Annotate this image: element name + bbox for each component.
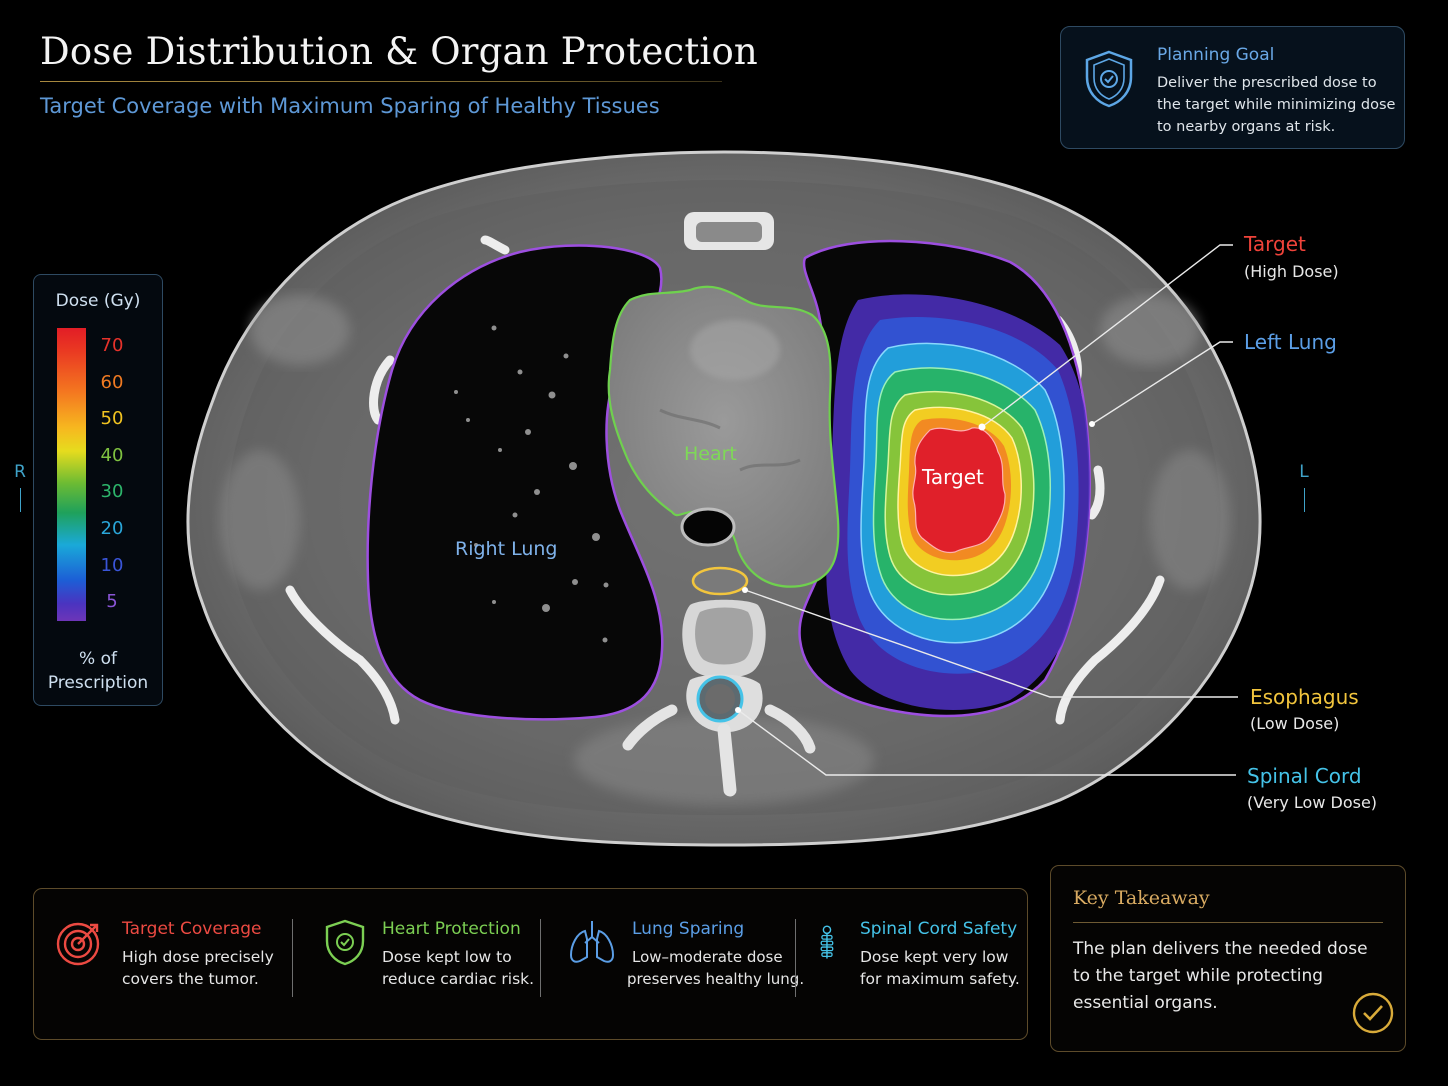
legend-title: Dose (Gy) xyxy=(55,291,141,311)
legend-level-60: 60 xyxy=(100,372,124,393)
dose-color-scale xyxy=(57,328,86,621)
title-divider xyxy=(40,81,722,82)
key-takeaway-card: Key Takeaway The plan delivers the neede… xyxy=(1050,865,1406,1052)
right-lung-label: Right Lung xyxy=(455,538,558,560)
spinal-cord-callout-title: Spinal Cord xyxy=(1247,764,1362,788)
feature-lung-sparing-line-2: preserves healthy lung. xyxy=(627,970,805,988)
target-icon xyxy=(56,922,100,966)
shield-check-icon xyxy=(1085,50,1133,108)
left-lung-callout-line xyxy=(1091,341,1233,425)
feature-lung-sparing-text: Low–moderate dose preserves healthy lung… xyxy=(627,946,804,990)
feature-divider xyxy=(540,919,541,997)
heart-label: Heart xyxy=(684,443,737,465)
legend-level-70: 70 xyxy=(100,335,124,356)
airway xyxy=(680,507,736,547)
feature-spinal-cord-safety-line-1: Dose kept very low xyxy=(860,948,1009,966)
feature-lung-sparing-line-1: Low–moderate dose xyxy=(632,948,783,966)
planning-goal-card: Planning Goal Deliver the prescribed dos… xyxy=(1060,26,1405,149)
features-panel: Target Coverage High dose precisely cove… xyxy=(33,888,1028,1040)
dose-legend: Dose (Gy) 70 60 50 40 30 20 10 5 % of Pr… xyxy=(33,274,163,706)
feature-spinal-cord-safety: Spinal Cord Safety Dose kept very low fo… xyxy=(814,911,1020,1021)
feature-heart-protection-line-1: Dose kept low to xyxy=(382,948,512,966)
legend-footer: % of Prescription xyxy=(47,649,149,693)
feature-target-coverage-title: Target Coverage xyxy=(122,919,262,939)
spinal-cord-callout-line xyxy=(737,709,1236,776)
feature-divider xyxy=(795,919,796,997)
legend-level-30: 30 xyxy=(100,481,124,502)
key-takeaway-text: The plan delivers the needed dose to the… xyxy=(1073,939,1368,1013)
lungs-icon xyxy=(569,921,615,963)
feature-lung-sparing-title: Lung Sparing xyxy=(632,919,745,939)
orientation-left-label: L xyxy=(1299,462,1309,482)
spinal-cord-callout-sub: (Very Low Dose) xyxy=(1247,793,1378,812)
feature-lung-sparing: Lung Sparing Low–moderate dose preserves… xyxy=(567,911,804,1021)
spine-icon xyxy=(820,925,834,959)
feature-heart-protection-text: Dose kept low to reduce cardiac risk. xyxy=(382,946,534,990)
target-region-label: Target xyxy=(922,465,984,489)
feature-target-coverage-text: High dose precisely covers the tumor. xyxy=(122,946,274,990)
planning-goal-title: Planning Goal xyxy=(1157,45,1275,65)
heart xyxy=(607,285,840,588)
planning-goal-text: Deliver the prescribed dose to the targe… xyxy=(1157,75,1396,135)
feature-spinal-cord-safety-text: Dose kept very low for maximum safety. xyxy=(860,946,1020,990)
legend-level-10: 10 xyxy=(100,555,124,576)
key-takeaway-title: Key Takeaway xyxy=(1073,887,1210,909)
feature-target-coverage-line-2: covers the tumor. xyxy=(122,970,259,988)
orientation-right-line xyxy=(20,488,21,512)
feature-heart-protection-line-2: reduce cardiac risk. xyxy=(382,970,535,988)
vertebra xyxy=(622,599,816,797)
legend-level-5: 5 xyxy=(106,591,118,612)
feature-target-coverage-line-1: High dose precisely xyxy=(122,948,274,966)
left-lung-callout-title: Left Lung xyxy=(1244,330,1337,354)
legend-level-40: 40 xyxy=(100,445,124,466)
esophagus-callout-line xyxy=(744,589,1238,698)
legend-level-20: 20 xyxy=(100,518,124,539)
esophagus xyxy=(691,566,749,596)
feature-heart-protection-title: Heart Protection xyxy=(382,919,521,939)
feature-spinal-cord-safety-line-2: for maximum safety. xyxy=(860,970,1020,988)
feature-spinal-cord-safety-title: Spinal Cord Safety xyxy=(860,919,1018,939)
orientation-left-line xyxy=(1304,488,1305,512)
page-title: Dose Distribution & Organ Protection xyxy=(40,30,758,73)
target-callout-title: Target xyxy=(1244,232,1306,256)
feature-target-coverage: Target Coverage High dose precisely cove… xyxy=(54,911,294,1021)
page-subtitle: Target Coverage with Maximum Sparing of … xyxy=(40,94,660,118)
target-callout-line xyxy=(981,244,1233,428)
key-takeaway-divider xyxy=(1073,922,1383,923)
esophagus-callout-title: Esophagus xyxy=(1250,685,1359,709)
feature-divider xyxy=(292,919,293,997)
feature-heart-protection: Heart Protection Dose kept low to reduce… xyxy=(319,911,539,1021)
orientation-right-label: R xyxy=(14,462,26,482)
shield-check-icon xyxy=(325,919,365,966)
check-circle-icon xyxy=(1352,992,1394,1034)
target-callout-sub: (High Dose) xyxy=(1244,262,1339,281)
esophagus-callout-sub: (Low Dose) xyxy=(1250,714,1340,733)
legend-level-50: 50 xyxy=(100,408,124,429)
dose-distribution xyxy=(826,294,1090,710)
